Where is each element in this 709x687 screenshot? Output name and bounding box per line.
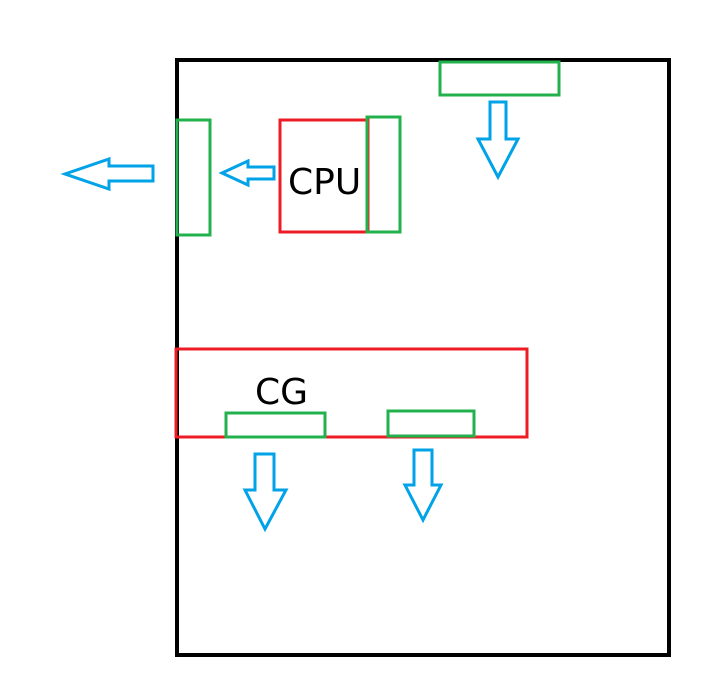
top-fan: [438, 60, 561, 97]
cpu-label: CPU: [288, 162, 361, 203]
cpu-airflow-arrow-icon: [218, 158, 276, 188]
cpu-cooler-fan: [365, 115, 402, 234]
gpu-left-down-arrow-icon: [242, 452, 289, 533]
rear-exhaust-fan: [175, 118, 212, 237]
gpu-box: [174, 347, 529, 439]
gpu-fan-left: [224, 411, 327, 439]
pc-case-outline: [175, 58, 671, 657]
exhaust-arrow-left-icon: [60, 156, 155, 192]
gpu-fan-right: [386, 409, 476, 438]
gpu-right-down-arrow-icon: [402, 448, 444, 524]
gpu-label: CG: [255, 372, 308, 413]
top-fan-down-arrow-icon: [475, 100, 521, 181]
